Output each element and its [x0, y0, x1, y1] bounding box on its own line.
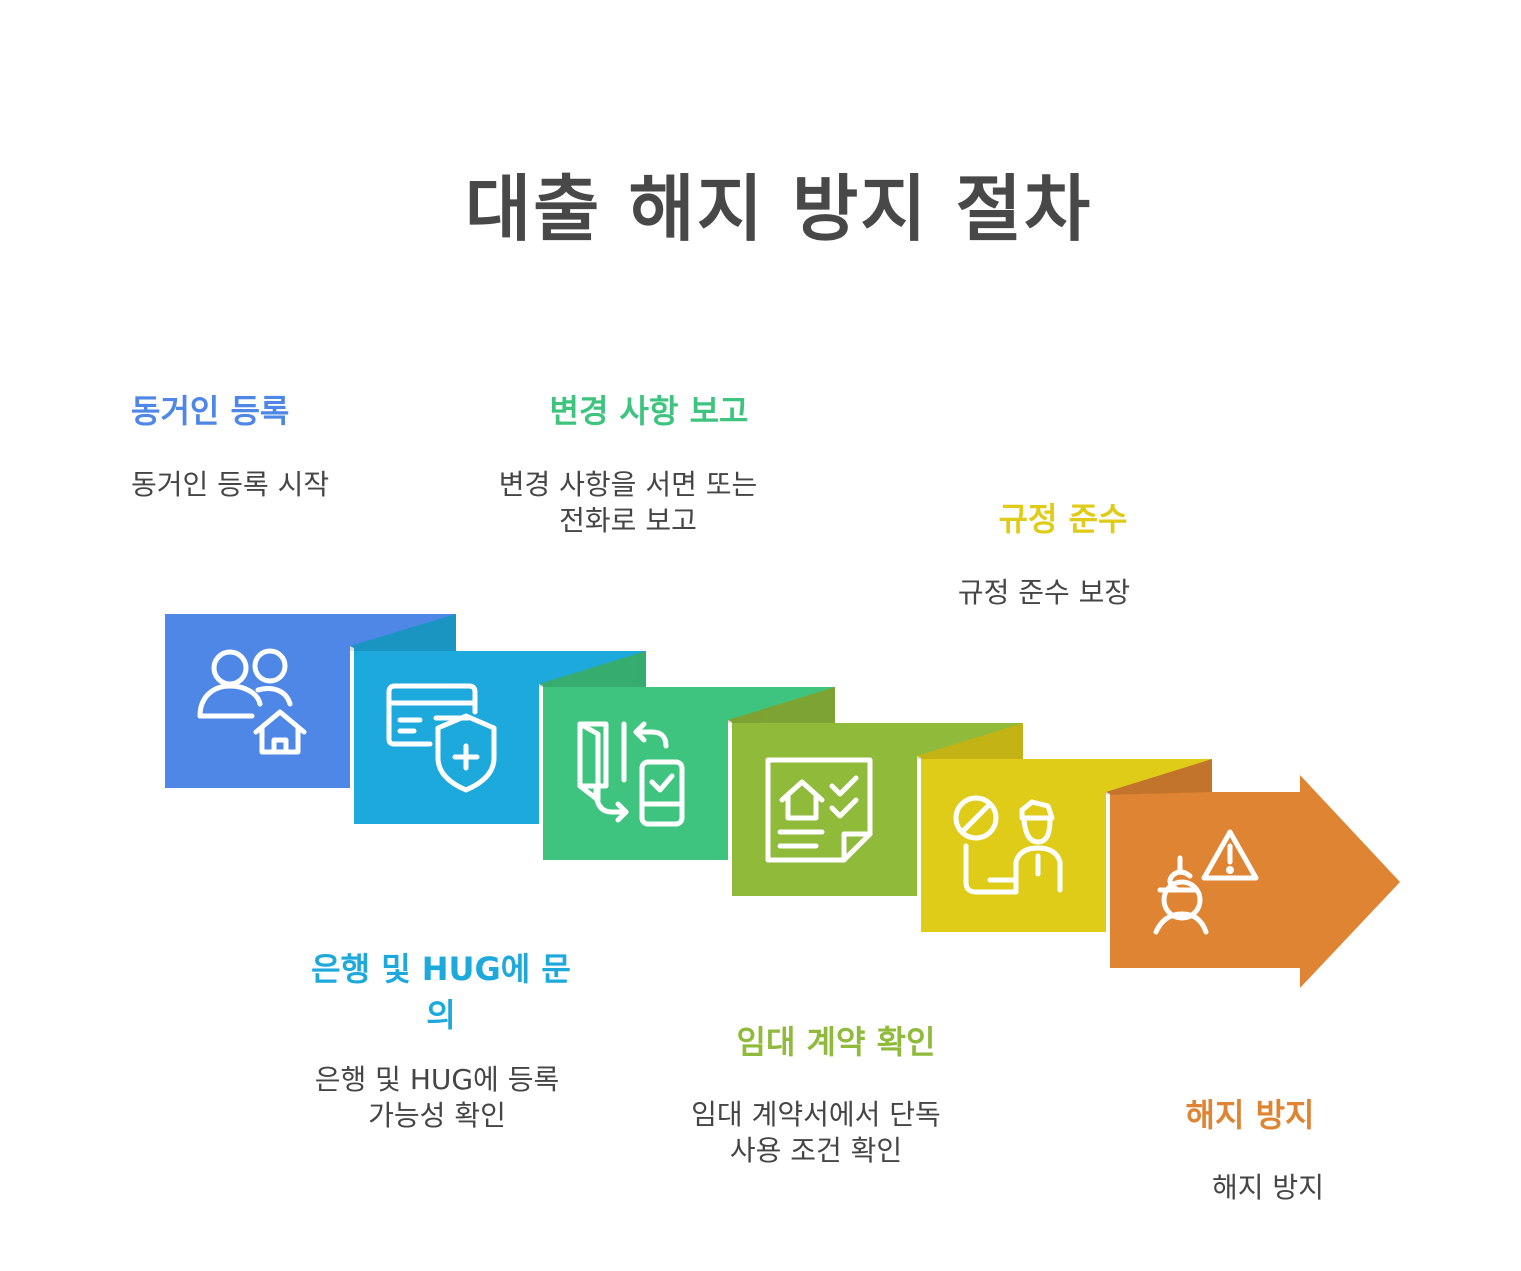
step-1-description: 동거인 등록 시작: [131, 468, 330, 501]
door-phone-exchange-icon: [577, 721, 685, 827]
step-1-title: 동거인 등록: [131, 392, 290, 430]
step-3-description: 변경 사항을 서면 또는 전화로 보고: [498, 468, 758, 537]
house-document-check-icon: [765, 757, 873, 863]
step-6-description: 해지 방지: [1212, 1171, 1324, 1204]
step-2-description: 은행 및 HUG에 등록 가능성 확인: [314, 1063, 560, 1132]
step-4-title: 임대 계약 확인: [736, 1023, 936, 1061]
person-money-warning-icon: [1153, 829, 1259, 935]
step-2-title: 은행 및 HUG에 문의: [311, 950, 571, 1034]
step-4-description: 임대 계약서에서 단독 사용 조건 확인: [691, 1098, 941, 1167]
step-3-title: 변경 사항 보고: [549, 392, 749, 430]
step-6-title: 해지 방지: [1185, 1096, 1315, 1134]
step-5-description: 규정 준수 보장: [957, 576, 1131, 609]
card-shield-icon: [386, 683, 497, 793]
step-4-block: [728, 687, 917, 896]
officer-prohibited-icon: [953, 795, 1063, 895]
people-house-icon: [197, 648, 307, 755]
diagram-title: 대출 해지 방지 절차: [464, 167, 1093, 251]
step-5-title: 규정 준수: [998, 500, 1128, 538]
